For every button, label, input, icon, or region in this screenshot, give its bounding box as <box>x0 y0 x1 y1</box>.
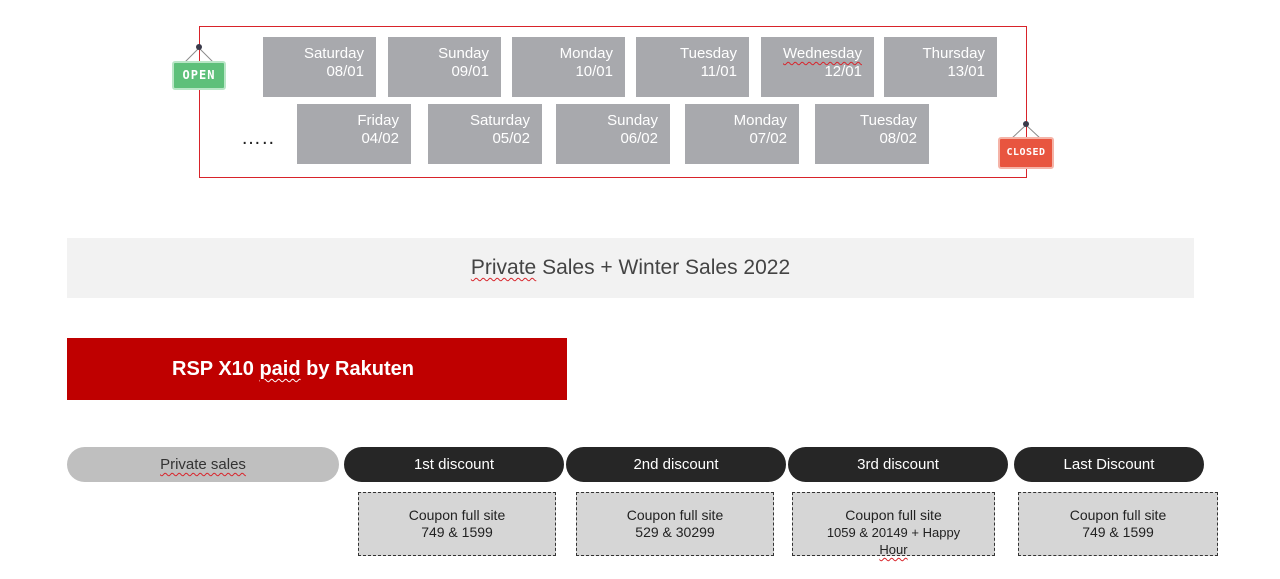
day-date: 13/01 <box>947 63 985 80</box>
day-tile: Saturday 08/01 <box>263 37 376 97</box>
phase-3rd-discount: 3rd discount <box>788 447 1008 482</box>
phase-1st-discount: 1st discount <box>344 447 564 482</box>
calendar-frame <box>199 26 1027 178</box>
day-name: Sunday <box>438 45 489 62</box>
day-name: Wednesday <box>783 45 862 62</box>
ellipsis: ….. <box>241 127 276 149</box>
phase-label: Last Discount <box>1063 456 1155 473</box>
phase-2nd-discount: 2nd discount <box>566 447 786 482</box>
day-date: 12/01 <box>824 63 862 80</box>
day-tile: Saturday 05/02 <box>428 104 542 164</box>
day-tile: Sunday 09/01 <box>388 37 501 97</box>
day-name: Monday <box>559 45 613 62</box>
day-tile: Tuesday 11/01 <box>636 37 749 97</box>
coupon-values: 1059 & 20149 + Happy Hour <box>793 524 994 558</box>
banner-text: Sales + Winter Sales 2022 <box>536 256 791 279</box>
coupon-values: 749 & 1599 <box>1082 524 1154 540</box>
coupon-values: 529 & 30299 <box>635 524 715 540</box>
day-date: 11/01 <box>700 63 737 80</box>
coupon-title: Coupon full site <box>408 507 506 523</box>
coupon-box: Coupon full site 749 & 1599 <box>1018 492 1218 556</box>
phase-private-sales: Private sales <box>67 447 339 482</box>
coupon-title: Coupon full site <box>845 507 942 523</box>
coupon-title: Coupon full site <box>1069 507 1167 523</box>
day-date: 05/02 <box>492 130 530 147</box>
day-date: 04/02 <box>361 130 399 147</box>
day-name: Friday <box>357 112 399 129</box>
phase-label: 1st discount <box>413 456 495 473</box>
phase-label: 2nd discount <box>633 456 719 473</box>
rsp-text-1: RSP X10 <box>172 358 260 380</box>
banner-word: Private <box>470 256 537 279</box>
day-name: Tuesday <box>680 45 737 62</box>
day-date: 10/01 <box>575 63 613 80</box>
coupon-box: Coupon full site 529 & 30299 <box>576 492 774 556</box>
closed-sign: CLOSED <box>998 137 1054 169</box>
day-tile: Thursday 13/01 <box>884 37 997 97</box>
sales-banner: Private Sales + Winter Sales 2022 <box>67 238 1194 298</box>
day-tile: Wednesday 12/01 <box>761 37 874 97</box>
day-date: 08/01 <box>326 63 364 80</box>
day-name: Sunday <box>607 112 658 129</box>
coupon-box: Coupon full site 1059 & 20149 + Happy Ho… <box>792 492 995 558</box>
day-name: Tuesday <box>860 112 917 129</box>
rsp-text-2: paid <box>259 358 301 380</box>
day-name: Monday <box>733 112 787 129</box>
day-date: 09/01 <box>451 63 489 80</box>
coupon-title: Coupon full site <box>626 507 724 523</box>
day-date: 06/02 <box>620 130 658 147</box>
rsp-bar: RSP X10 paid by Rakuten <box>67 338 567 400</box>
day-name: Saturday <box>303 45 364 62</box>
phase-label: 3rd discount <box>857 456 939 473</box>
day-tile: Monday 10/01 <box>512 37 625 97</box>
sign-wires <box>184 44 1042 140</box>
phase-label: Private sales <box>160 456 246 473</box>
day-tile: Tuesday 08/02 <box>815 104 929 164</box>
coupon-values: 749 & 1599 <box>421 524 493 540</box>
open-sign: OPEN <box>172 61 226 90</box>
coupon-box: Coupon full site 749 & 1599 <box>358 492 556 556</box>
day-date: 07/02 <box>749 130 787 147</box>
coupon-values-hour: Hour <box>879 542 908 557</box>
day-tile: Friday 04/02 <box>297 104 411 164</box>
day-name: Saturday <box>469 112 530 129</box>
rsp-text-3: by Rakuten <box>300 358 414 380</box>
phase-last-discount: Last Discount <box>1014 447 1204 482</box>
day-name: Thursday <box>922 45 985 62</box>
day-date: 08/02 <box>879 130 917 147</box>
coupon-values-text: 1059 & 20149 + Happy <box>826 525 961 540</box>
day-tile: Sunday 06/02 <box>556 104 670 164</box>
pin-icon <box>196 44 202 50</box>
day-tile: Monday 07/02 <box>685 104 799 164</box>
pin-icon <box>1023 121 1029 127</box>
